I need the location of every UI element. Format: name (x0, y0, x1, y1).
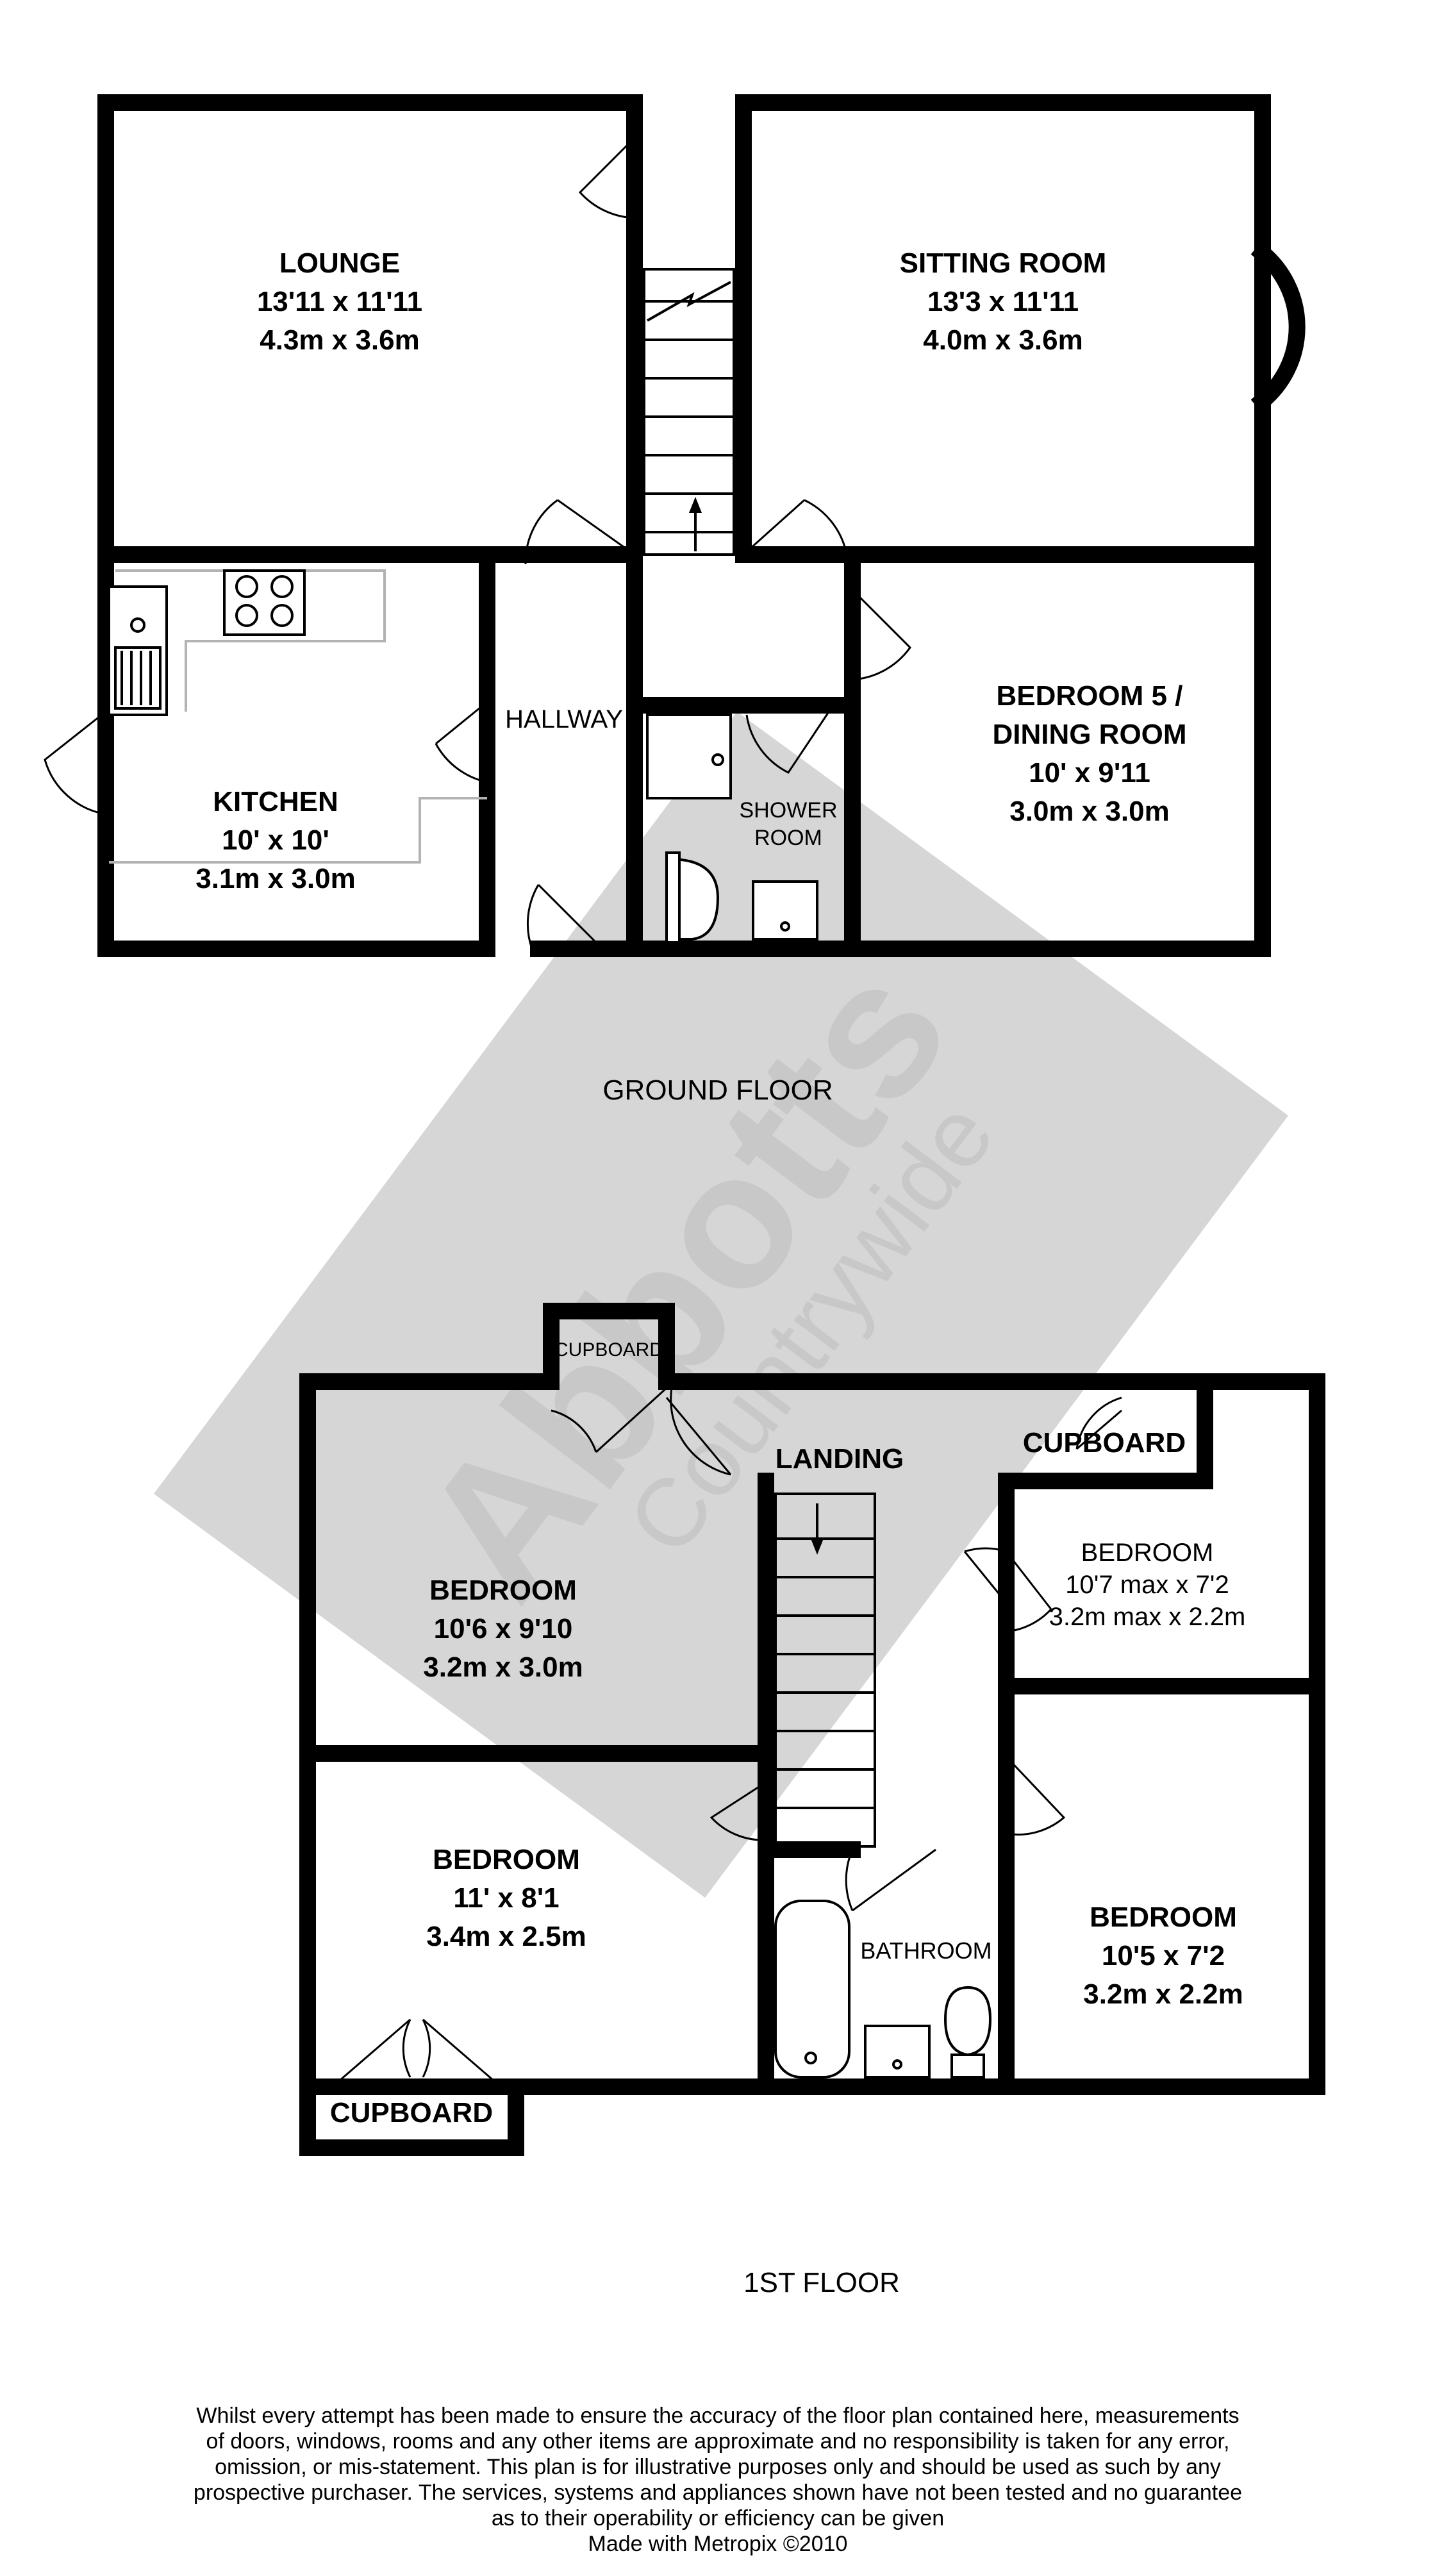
first-floor-outer-walls (299, 1303, 1325, 2156)
bedroom-d-label: BEDROOM (1090, 1902, 1237, 1933)
bedroom-b-label: BEDROOM (1081, 1539, 1214, 1567)
bedroom-d-imperial: 10'5 x 7'2 (1102, 1940, 1225, 1971)
cupboard-right-label: CUPBOARD (1023, 1427, 1186, 1459)
disclaimer-line: Whilst every attempt has been made to en… (196, 2404, 1240, 2428)
kitchen-imperial: 10' x 10' (222, 824, 329, 856)
bathroom-toilet-icon (943, 1986, 992, 2057)
ground-doors (44, 137, 911, 950)
hallway-label: HALLWAY (505, 705, 623, 733)
bath-icon (774, 1900, 850, 2078)
bedroom-b-imperial: 10'7 max x 7'2 (1065, 1571, 1229, 1599)
ground-staircase (643, 268, 735, 556)
bedroom-d-metric: 3.2m x 2.2m (1083, 1978, 1243, 2010)
metropix-credit: Made with Metropix ©2010 (588, 2532, 848, 2556)
first-floor-caption: 1ST FLOOR (743, 2267, 900, 2298)
watermark-band (154, 712, 1288, 1898)
cupboard-right-walls (998, 1373, 1213, 1489)
bedroom-a-imperial: 10'6 x 9'10 (434, 1613, 573, 1644)
kitchen-label: KITCHEN (213, 786, 338, 817)
disclaimer-line: prospective purchaser. The services, sys… (193, 2480, 1243, 2505)
hob-icon (223, 569, 306, 636)
bedroom-c-imperial: 11' x 8'1 (453, 1882, 559, 1914)
shower-tray-icon (646, 714, 732, 799)
lounge-label: LOUNGE (279, 247, 400, 279)
shower-room-label-2: ROOM (754, 826, 822, 850)
bedroom5-imperial: 10' x 9'11 (1029, 757, 1150, 789)
bedroom5-label-2: DINING ROOM (992, 719, 1186, 750)
disclaimer-line: omission, or mis-statement. This plan is… (215, 2455, 1221, 2479)
bedroom5-label-1: BEDROOM 5 / (997, 680, 1183, 712)
sitting-room-label: SITTING ROOM (900, 247, 1107, 279)
lounge-imperial: 13'11 x 11'11 (257, 286, 422, 317)
bathroom-fittings (774, 1900, 992, 2078)
first-doors (339, 1381, 1122, 2082)
bedroom5-metric: 3.0m x 3.0m (1009, 796, 1170, 827)
bedroom-a-metric: 3.2m x 3.0m (423, 1652, 583, 1683)
bedroom-c-metric: 3.4m x 2.5m (426, 1921, 586, 1952)
ground-lower-walls (97, 546, 1271, 957)
bay-window (1250, 241, 1306, 413)
kitchen-fittings (108, 569, 487, 864)
bedroom-a-label: BEDROOM (429, 1575, 577, 1606)
disclaimer-line: of doors, windows, rooms and any other i… (206, 2429, 1230, 2454)
shower-room-label-1: SHOWER (740, 798, 838, 823)
sitting-room-imperial: 13'3 x 11'11 (927, 286, 1079, 317)
lounge-metric: 4.3m x 3.6m (260, 324, 420, 356)
shower-room-fittings (646, 714, 818, 944)
disclaimer-line: as to their operability or efficiency ca… (491, 2506, 945, 2530)
toilet-icon (668, 857, 720, 941)
ground-floor-caption: GROUND FLOOR (602, 1075, 833, 1106)
sink-icon (108, 585, 168, 716)
kitchen-metric: 3.1m x 3.0m (195, 863, 356, 894)
disclaimer: Whilst every attempt has been made to en… (192, 2403, 1243, 2557)
first-staircase (774, 1493, 876, 1848)
bathroom-label: BATHROOM (860, 1937, 991, 1964)
ground-floor: LOUNGE 13'11 x 11'11 4.3m x 3.6m SITTING… (44, 94, 1306, 1106)
bedroom-c-label: BEDROOM (433, 1844, 580, 1875)
bedroom-b-metric: 3.2m max x 2.2m (1049, 1603, 1246, 1631)
cupboard-bottom-label: CUPBOARD (330, 2097, 493, 2129)
first-floor: CUPBOARD LANDING CUPBOARD BEDROOM 10'6 x… (299, 1303, 1325, 2298)
cupboard-top-label: CUPBOARD (554, 1339, 663, 1360)
landing-label: LANDING (776, 1443, 904, 1475)
sitting-room-metric: 4.0m x 3.6m (923, 324, 1083, 356)
